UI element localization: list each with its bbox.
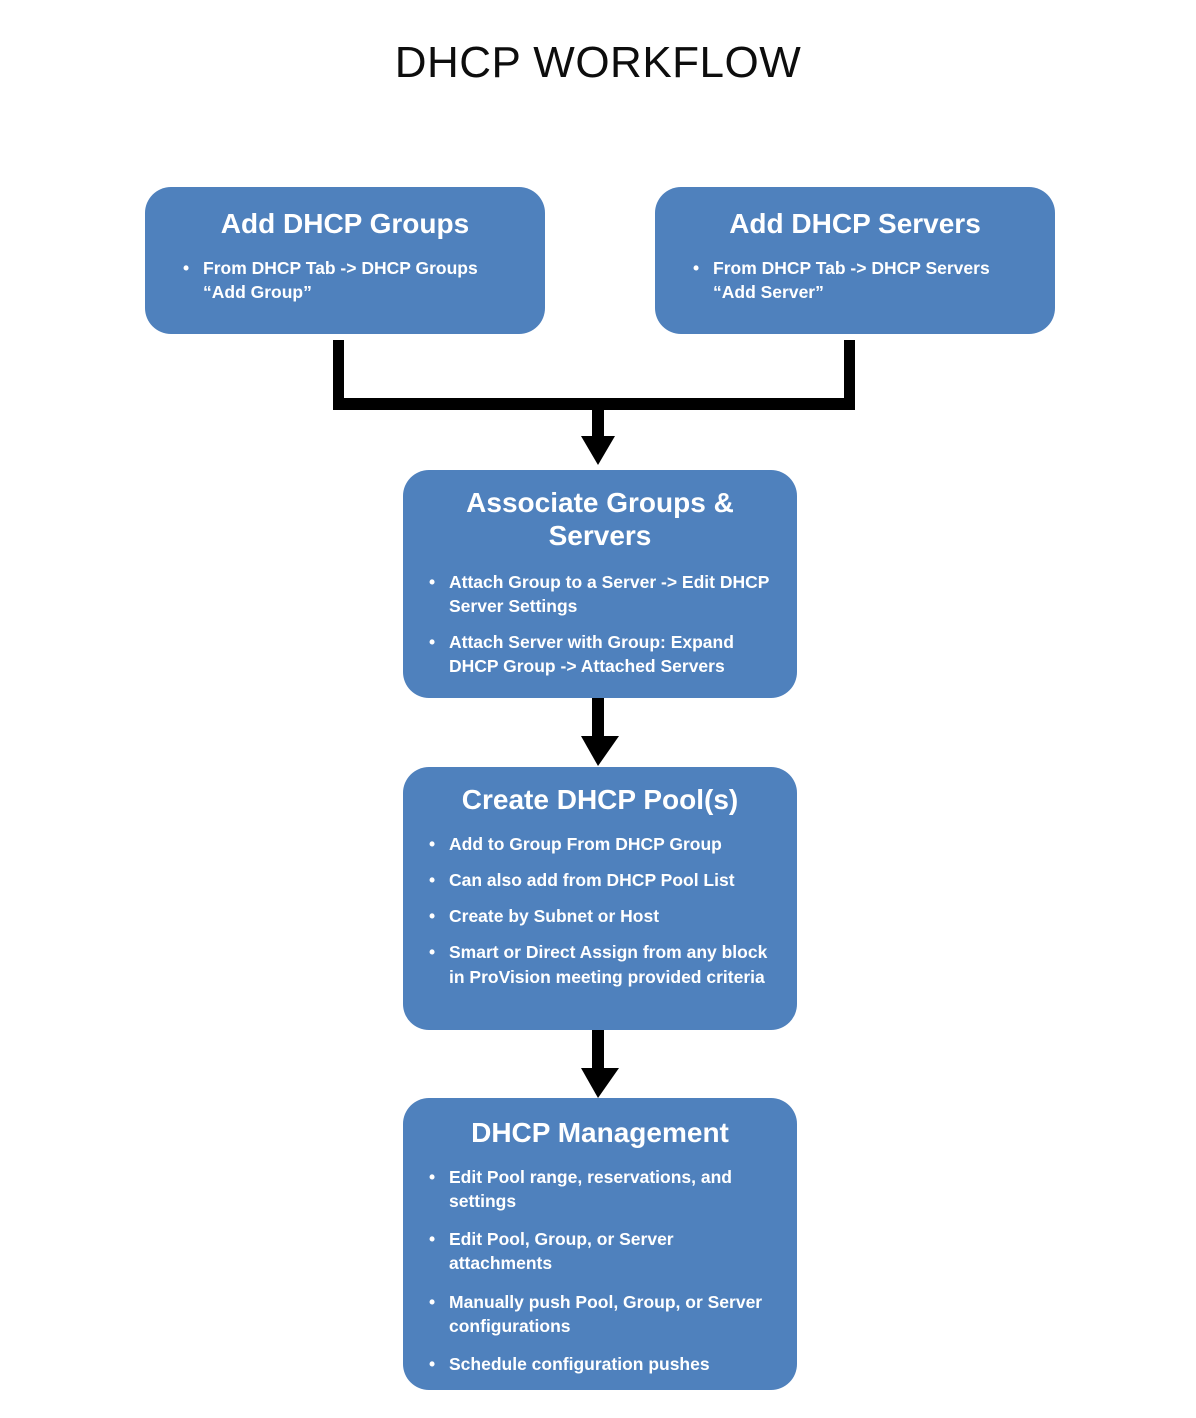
node-bullet-list: • From DHCP Tab -> DHCP Servers “Add Ser…	[689, 256, 1033, 304]
bullet-icon: •	[429, 1167, 436, 1188]
list-item: • Manually push Pool, Group, or Server c…	[425, 1290, 781, 1338]
list-item-text: Attach Group to a Server -> Edit DHCP Se…	[449, 572, 770, 617]
node-add-dhcp-servers[interactable]: Add DHCP Servers • From DHCP Tab -> DHCP…	[655, 187, 1055, 334]
list-item: • Edit Pool, Group, or Server attachment…	[425, 1227, 781, 1275]
list-item-text: Can also add from DHCP Pool List	[449, 870, 735, 891]
node-title: Add DHCP Servers	[729, 208, 981, 239]
list-item-text: Manually push Pool, Group, or Server con…	[449, 1291, 763, 1336]
bullet-icon: •	[429, 1229, 436, 1250]
list-item-text: Schedule configuration pushes	[449, 1353, 710, 1374]
list-item: • Attach Server with Group: Expand DHCP …	[425, 630, 779, 678]
connector-associate-to-pools	[581, 698, 619, 766]
list-item-text: From DHCP Tab -> DHCP Servers “Add Serve…	[713, 258, 990, 303]
list-item: • Schedule configuration pushes	[425, 1352, 781, 1376]
page-title: DHCP WORKFLOW	[394, 38, 802, 87]
bullet-icon: •	[183, 258, 190, 279]
node-bullet-list: • Add to Group From DHCP Group • Can als…	[425, 832, 781, 989]
node-bullet-list: • From DHCP Tab -> DHCP Groups “Add Grou…	[179, 256, 523, 304]
list-item: • Create by Subnet or Host	[425, 904, 781, 928]
list-item-text: Edit Pool, Group, or Server attachments	[449, 1229, 674, 1274]
list-item-text: Attach Server with Group: Expand DHCP Gr…	[449, 632, 734, 677]
node-add-dhcp-groups[interactable]: Add DHCP Groups • From DHCP Tab -> DHCP …	[145, 187, 545, 334]
node-create-dhcp-pools[interactable]: Create DHCP Pool(s) • Add to Group From …	[403, 767, 797, 1030]
node-title: Create DHCP Pool(s)	[461, 784, 739, 815]
node-dhcp-management[interactable]: DHCP Management • Edit Pool range, reser…	[403, 1098, 797, 1390]
list-item: • Smart or Direct Assign from any block …	[425, 940, 781, 988]
bullet-icon: •	[429, 942, 436, 963]
connector-pools-to-management	[581, 1030, 619, 1098]
bullet-icon: •	[429, 632, 436, 653]
bullet-icon: •	[429, 1291, 436, 1312]
bullet-icon: •	[429, 572, 436, 593]
list-item-text: Edit Pool range, reservations, and setti…	[449, 1167, 732, 1212]
bullet-icon: •	[429, 1353, 436, 1374]
list-item: • Edit Pool range, reservations, and set…	[425, 1165, 781, 1213]
list-item: • From DHCP Tab -> DHCP Groups “Add Grou…	[179, 256, 523, 304]
list-item-text: Smart or Direct Assign from any block in…	[449, 942, 768, 987]
node-bullet-list: • Edit Pool range, reservations, and set…	[425, 1165, 781, 1376]
list-item: • From DHCP Tab -> DHCP Servers “Add Ser…	[689, 256, 1033, 304]
bullet-icon: •	[429, 870, 436, 891]
node-bullet-list: • Attach Group to a Server -> Edit DHCP …	[425, 570, 779, 679]
connector-merge-to-associate	[333, 340, 855, 465]
list-item: • Add to Group From DHCP Group	[425, 832, 781, 856]
list-item-text: Add to Group From DHCP Group	[449, 834, 722, 855]
bullet-icon: •	[429, 906, 436, 927]
bullet-icon: •	[429, 834, 436, 855]
node-title: Add DHCP Groups	[220, 208, 470, 239]
list-item: • Can also add from DHCP Pool List	[425, 868, 781, 892]
node-title: Associate Groups & Servers	[466, 487, 734, 552]
list-item-text: From DHCP Tab -> DHCP Groups “Add Group”	[203, 258, 478, 303]
list-item-text: Create by Subnet or Host	[449, 906, 660, 927]
node-title: DHCP Management	[471, 1117, 729, 1148]
bullet-icon: •	[693, 258, 700, 279]
node-associate-groups-servers[interactable]: Associate Groups & Servers • Attach Grou…	[403, 470, 797, 698]
list-item: • Attach Group to a Server -> Edit DHCP …	[425, 570, 779, 618]
